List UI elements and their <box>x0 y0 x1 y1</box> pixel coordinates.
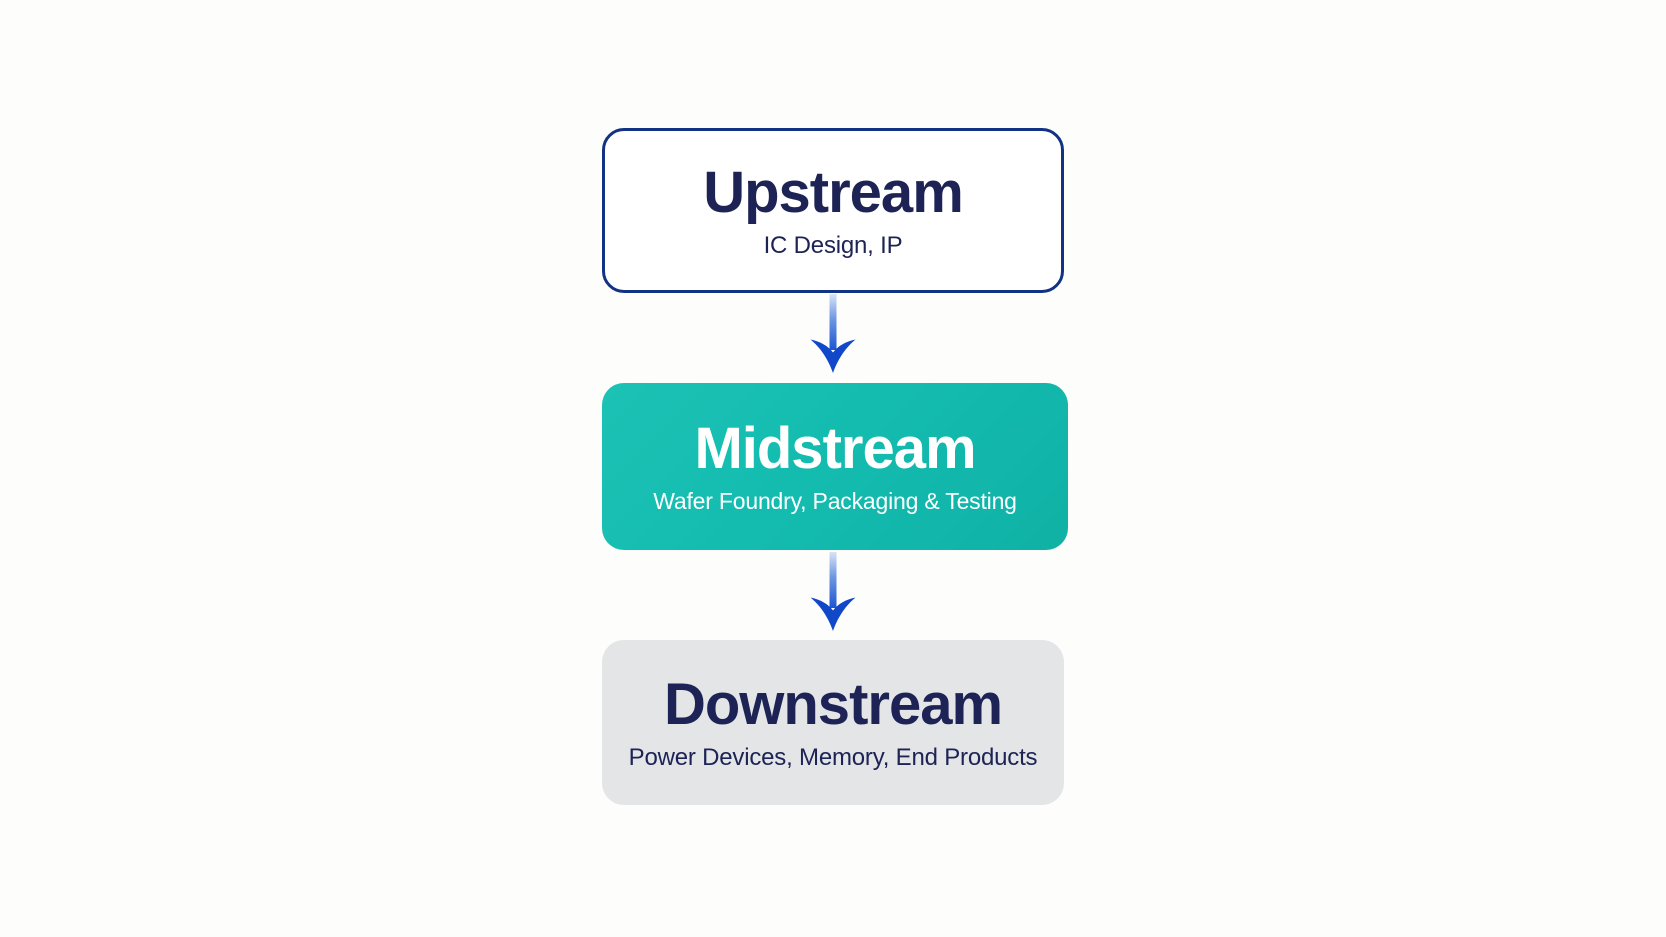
node-midstream-title: Midstream <box>694 416 976 482</box>
node-upstream-subtitle: IC Design, IP <box>763 231 903 259</box>
node-midstream: Midstream Wafer Foundry, Packaging & Tes… <box>602 383 1068 550</box>
node-upstream-title: Upstream <box>703 159 964 225</box>
node-downstream: Downstream Power Devices, Memory, End Pr… <box>602 640 1064 805</box>
node-downstream-title: Downstream <box>663 671 1003 737</box>
down-arrow-icon <box>810 552 856 631</box>
node-upstream: Upstream IC Design, IP <box>602 128 1064 293</box>
node-midstream-subtitle: Wafer Foundry, Packaging & Testing <box>653 488 1017 515</box>
node-downstream-subtitle: Power Devices, Memory, End Products <box>628 743 1038 771</box>
down-arrow-icon <box>810 294 856 373</box>
